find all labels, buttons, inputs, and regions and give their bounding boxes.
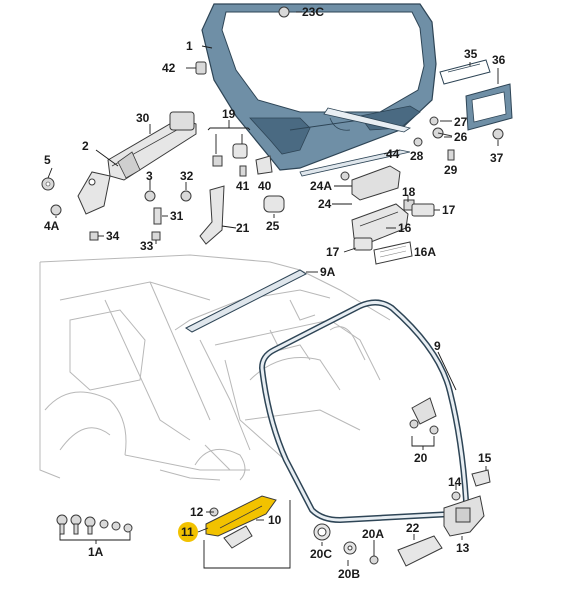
callout-26: 26 xyxy=(454,130,468,144)
callout-17-upper: 17 xyxy=(442,203,456,217)
callout-11-highlight xyxy=(178,522,198,542)
buffer-25 xyxy=(263,195,285,213)
callout-42: 42 xyxy=(162,61,176,75)
nut-28 xyxy=(413,137,423,147)
bolt-20a xyxy=(369,555,379,565)
striker-20 xyxy=(409,397,439,435)
callout-29: 29 xyxy=(444,163,458,177)
callout-5: 5 xyxy=(44,153,51,167)
fastener-set-1a xyxy=(56,514,133,535)
tailgate-panel xyxy=(201,3,437,171)
callout-33: 33 xyxy=(140,239,154,253)
callout-35: 35 xyxy=(464,47,478,61)
bolt-4a xyxy=(50,204,62,216)
trim-cover-22 xyxy=(397,535,443,567)
screw-29 xyxy=(447,149,455,161)
callout-9a: 9A xyxy=(320,265,336,279)
emblem-plate xyxy=(439,59,491,85)
bumper-19b xyxy=(232,143,248,159)
clip-27 xyxy=(429,116,439,126)
trim-strip xyxy=(299,149,411,177)
callout-19: 19 xyxy=(222,107,236,121)
bolt-34 xyxy=(89,231,99,241)
callout-9: 9 xyxy=(434,339,441,353)
bolt-3 xyxy=(144,190,156,202)
door-seal-9 xyxy=(258,299,470,524)
stud-31 xyxy=(153,207,162,225)
callout-labels: 1 42 23C 30 2 5 3 32 31 33 34 4A 19 41 4… xyxy=(44,5,506,581)
callout-1: 1 xyxy=(186,39,193,53)
clip-40 xyxy=(255,155,273,175)
callout-20a: 20A xyxy=(362,527,384,541)
callout-17-lower: 17 xyxy=(326,245,340,259)
tailgate-seal-strip xyxy=(323,107,411,133)
callout-40: 40 xyxy=(258,179,272,193)
callout-25: 25 xyxy=(266,219,280,233)
callout-34: 34 xyxy=(106,229,120,243)
callout-20c: 20C xyxy=(310,547,332,561)
callout-41: 41 xyxy=(236,179,250,193)
callout-30: 30 xyxy=(136,111,150,125)
callout-24: 24 xyxy=(318,197,332,211)
callout-31: 31 xyxy=(170,209,184,223)
side-trim xyxy=(199,185,225,245)
callout-22: 22 xyxy=(406,521,420,535)
callout-10: 10 xyxy=(268,513,282,527)
callout-14: 14 xyxy=(448,475,462,489)
callout-32: 32 xyxy=(180,169,194,183)
switch-15 xyxy=(471,469,491,487)
bolt-23c xyxy=(278,6,290,18)
bolt-42 xyxy=(195,61,207,75)
handle-housing xyxy=(340,165,401,201)
callout-15: 15 xyxy=(478,451,492,465)
callout-36: 36 xyxy=(492,53,506,67)
callout-16: 16 xyxy=(398,221,412,235)
callout-4a: 4A xyxy=(44,219,60,233)
callout-11: 11 xyxy=(181,525,194,539)
callout-37: 37 xyxy=(490,151,504,165)
bracket-11 xyxy=(205,495,277,537)
license-plate-mount xyxy=(465,83,513,131)
roof-seal-9a xyxy=(185,269,307,333)
hinge-assembly xyxy=(77,111,197,215)
stud-26 xyxy=(432,127,453,139)
callout-18: 18 xyxy=(402,185,416,199)
callout-44: 44 xyxy=(386,147,400,161)
callout-28: 28 xyxy=(410,149,424,163)
callout-12: 12 xyxy=(190,505,204,519)
bolt-14 xyxy=(451,491,461,501)
callout-16a: 16A xyxy=(414,245,436,259)
callout-20: 20 xyxy=(414,451,428,465)
lock-13 xyxy=(443,495,485,537)
nut-37 xyxy=(492,128,504,140)
callout-23c: 23C xyxy=(302,5,324,19)
clip-10 xyxy=(223,525,253,549)
callout-20b: 20B xyxy=(338,567,360,581)
callout-13: 13 xyxy=(456,541,470,555)
callout-24a: 24A xyxy=(310,179,332,193)
bumper-19a xyxy=(212,155,223,167)
camera-light-unit xyxy=(351,199,435,265)
callout-27: 27 xyxy=(454,115,468,129)
leader-lines xyxy=(47,11,499,569)
vehicle-body-outline xyxy=(39,254,391,481)
callout-3: 3 xyxy=(146,169,153,183)
bolt-5 xyxy=(41,177,55,191)
callout-2: 2 xyxy=(82,139,89,153)
stud-41 xyxy=(239,165,247,177)
grommet-20c xyxy=(313,523,331,541)
callout-1a: 1A xyxy=(88,545,104,559)
callout-21: 21 xyxy=(236,221,250,235)
washer-20b xyxy=(343,541,357,555)
bolt-32 xyxy=(180,190,192,202)
